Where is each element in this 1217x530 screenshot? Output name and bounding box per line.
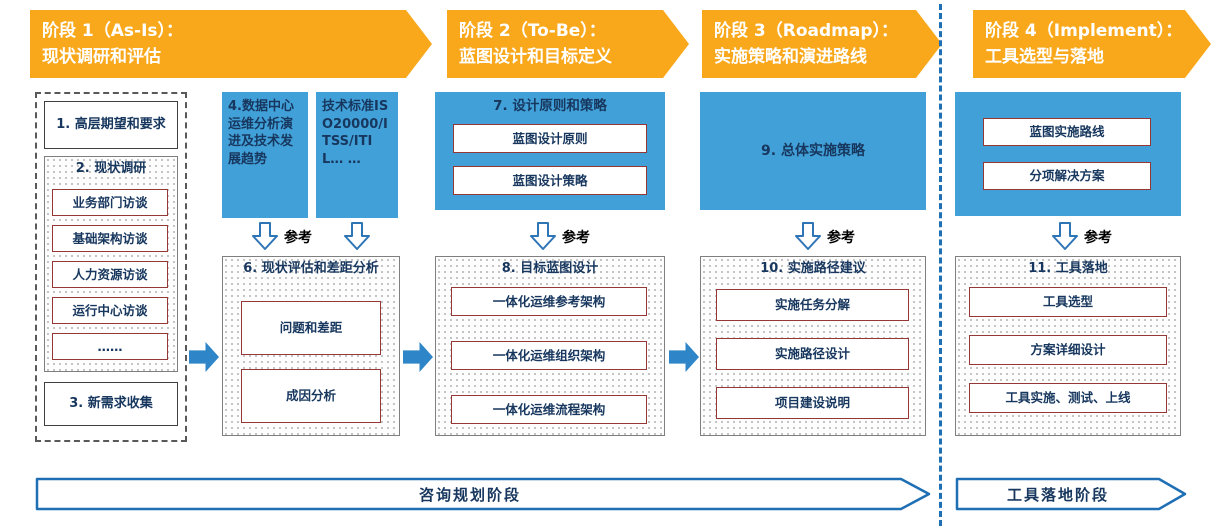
phase-4-header: 阶段 4（Implement）： 工具选型与落地: [973, 10, 1211, 78]
assessment-box-title: 6. 现状评估和差距分析: [243, 261, 379, 276]
phase-3-title-line1: 阶段 3（Roadmap）：: [714, 21, 899, 41]
roadmap-box-title: 10. 实施路径建议: [760, 261, 866, 276]
assessment-box: 6. 现状评估和差距分析 问题和差距 成因分析: [222, 256, 400, 436]
survey-item: 人力资源访谈: [52, 261, 168, 288]
phase-2-title-line1: 阶段 2（To-Be）：: [459, 21, 606, 41]
solution-item: 分项解决方案: [983, 162, 1151, 190]
phase-2-header: 阶段 2（To-Be）： 蓝图设计和目标定义: [447, 10, 689, 78]
phase-4-title-line1: 阶段 4（Implement）：: [985, 21, 1183, 41]
tech-standards-box: 技术标准ISO20000/ITSS/ITIL… …: [316, 92, 398, 218]
landing-item: 方案详细设计: [969, 335, 1167, 365]
consulting-stage-arrow: 咨询规划阶段: [35, 477, 931, 511]
reference-label: 参考: [284, 230, 312, 246]
phase-4-title-line2: 工具选型与落地: [985, 47, 1104, 67]
trend-analysis-box: 4.数据中心运维分析演进及技术发展趋势: [222, 92, 308, 218]
blueprint-item: 一体化运维参考架构: [451, 287, 647, 316]
new-requirements-box: 3. 新需求收集: [44, 382, 178, 426]
reference-label: 参考: [562, 230, 590, 246]
expectations-box: 1. 高层期望和要求: [44, 101, 178, 149]
assessment-item: 问题和差距: [241, 301, 381, 355]
overall-strategy-box: 9. 总体实施策略: [700, 92, 926, 210]
tool-landing-title: 11. 工具落地: [1028, 261, 1108, 276]
design-principles-box: 7. 设计原则和策略 蓝图设计原则 蓝图设计策略: [435, 92, 665, 210]
survey-item: ……: [52, 333, 168, 360]
blueprint-item: 一体化运维组织架构: [451, 341, 647, 370]
tool-landing-box: 11. 工具落地 工具选型 方案详细设计 工具实施、测试、上线: [955, 256, 1181, 436]
implementation-stage-label: 工具落地阶段: [1006, 485, 1109, 504]
survey-item: 运行中心访谈: [52, 297, 168, 324]
phase-3-title-line2: 实施策略和演进路线: [714, 47, 867, 67]
as-is-scope-box: 1. 高层期望和要求 2. 现状调研 业务部门访谈 基础架构访谈 人力资源访谈 …: [35, 92, 187, 442]
survey-box: 2. 现状调研 业务部门访谈 基础架构访谈 人力资源访谈 运行中心访谈 ……: [44, 156, 178, 372]
reference-label: 参考: [827, 230, 855, 246]
roadmap-item: 项目建设说明: [716, 387, 909, 419]
landing-item: 工具选型: [969, 287, 1167, 317]
implementation-stage-arrow: 工具落地阶段: [955, 477, 1187, 511]
flow-right-arrow-1: [189, 342, 219, 372]
assessment-item: 成因分析: [241, 369, 381, 423]
phase-divider-line: [939, 4, 942, 526]
flow-right-arrow-3: [669, 342, 699, 372]
survey-item: 基础架构访谈: [52, 225, 168, 252]
phase-1-title-line2: 现状调研和评估: [42, 47, 161, 67]
roadmap-item: 实施任务分解: [716, 289, 909, 321]
phase-2-title-line2: 蓝图设计和目标定义: [459, 47, 612, 67]
target-blueprint-box: 8. 目标蓝图设计 一体化运维参考架构 一体化运维组织架构 一体化运维流程架构: [435, 256, 665, 436]
flow-right-arrow-2: [403, 342, 433, 372]
blueprint-item: 一体化运维流程架构: [451, 395, 647, 424]
solution-top-box: 蓝图实施路线 分项解决方案: [955, 92, 1181, 216]
roadmap-item: 实施路径设计: [716, 338, 909, 370]
phase-1-title-line1: 阶段 1（As-Is）：: [42, 21, 184, 41]
phase-1-header: 阶段 1（As-Is）： 现状调研和评估: [30, 10, 432, 78]
design-principles-title: 7. 设计原则和策略: [493, 98, 607, 114]
reference-down-arrow: [252, 222, 278, 250]
landing-item: 工具实施、测试、上线: [969, 383, 1167, 413]
reference-down-arrow: [1052, 222, 1078, 250]
reference-down-arrow: [344, 222, 370, 250]
consulting-stage-label: 咨询规划阶段: [418, 485, 521, 504]
roadmap-box: 10. 实施路径建议 实施任务分解 实施路径设计 项目建设说明: [700, 256, 926, 436]
reference-down-arrow: [795, 222, 821, 250]
target-blueprint-title: 8. 目标蓝图设计: [501, 261, 599, 276]
reference-down-arrow: [530, 222, 556, 250]
phase-3-header: 阶段 3（Roadmap）： 实施策略和演进路线: [702, 10, 942, 78]
principle-item: 蓝图设计策略: [453, 166, 647, 195]
survey-box-title: 2. 现状调研: [75, 161, 147, 176]
solution-item: 蓝图实施路线: [983, 118, 1151, 146]
survey-item: 业务部门访谈: [52, 189, 168, 216]
reference-label: 参考: [1084, 230, 1112, 246]
principle-item: 蓝图设计原则: [453, 124, 647, 153]
